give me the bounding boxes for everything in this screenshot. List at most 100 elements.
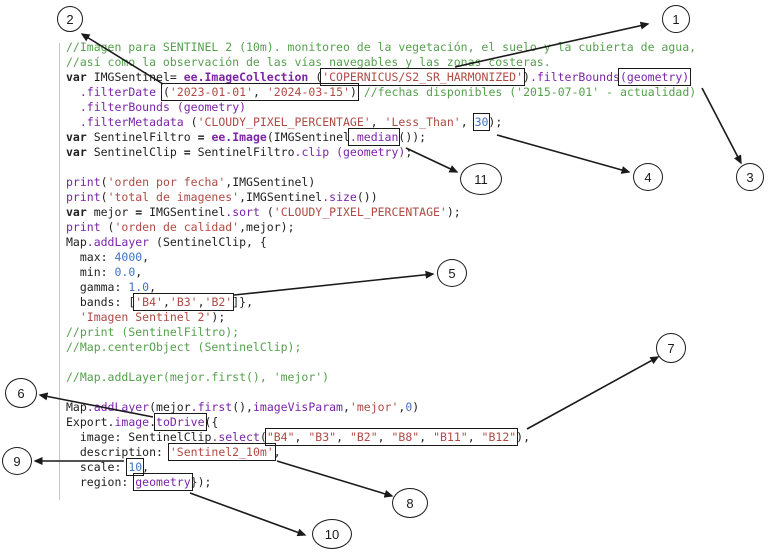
code-token: (geometry) — [619, 70, 690, 84]
code-token — [66, 85, 80, 99]
code-token: ( — [183, 115, 198, 129]
code-token — [66, 115, 80, 129]
callout-6: 6 — [5, 378, 37, 408]
annotation-box-11: .median — [347, 127, 401, 147]
code-line: scale: 10, — [66, 457, 696, 477]
code-token: 'orden por fecha' — [107, 175, 226, 189]
code-token: //Imagen para SENTINEL 2 (10m). monitore… — [66, 40, 697, 54]
code-line — [66, 355, 696, 370]
code-token: = — [135, 205, 143, 219]
code-line: var SentinelFiltro = ee.Image(IMGSentine… — [66, 127, 696, 147]
annotation-arrow-10 — [189, 492, 307, 537]
code-token: (geometry) — [176, 100, 247, 114]
code-token: , — [370, 115, 385, 129]
code-line: //Map.addLayer(mejor.first(), 'mejor') — [66, 370, 696, 385]
code-token: , — [162, 295, 170, 309]
code-token: ee.Image — [211, 130, 267, 144]
code-token: //así como la observación de las vías na… — [66, 55, 551, 69]
code-token: 'mejor' — [349, 400, 399, 414]
code-token: description: — [66, 445, 170, 459]
code-token: }); — [190, 475, 212, 489]
code-line: Map.addLayer (SentinelClip, { — [66, 235, 696, 250]
code-token: .select — [211, 430, 260, 444]
code-token: gamma: — [66, 280, 129, 294]
code-token: ( — [259, 205, 274, 219]
callout-5: 5 — [437, 259, 467, 287]
annotation-box-10: geometry — [132, 472, 194, 492]
code-token: ]}, — [232, 295, 254, 309]
code-token: ( — [100, 175, 108, 189]
code-token: 'Imagen Sentinel 2' — [79, 310, 212, 324]
callout-8: 8 — [392, 488, 428, 518]
code-token: (), — [232, 400, 253, 414]
annotation-arrow-3 — [701, 87, 742, 165]
code-line: var mejor = IMGSentinel.sort ('CLOUDY_PI… — [66, 205, 696, 220]
code-token: .addLayer — [86, 235, 150, 249]
code-token: ,mejor); — [239, 220, 295, 234]
code-token: ({ — [204, 415, 219, 429]
code-token — [66, 310, 80, 324]
code-token: , — [377, 430, 392, 444]
code-token: .median — [349, 130, 399, 144]
code-token: max: — [66, 250, 115, 264]
callout-1: 1 — [662, 5, 690, 33]
code-token: ); — [211, 310, 226, 324]
code-token: 'B4' — [135, 295, 163, 309]
code-line: region: geometry}); — [66, 472, 696, 492]
code-line: gamma: 1.0, — [66, 280, 696, 295]
code-line: //así como la observación de las vías na… — [66, 55, 696, 70]
code-token: .addLayer — [86, 400, 150, 414]
callout-3: 3 — [736, 163, 764, 191]
code-token: "B4" — [266, 430, 295, 444]
code-line: min: 0.0, — [66, 265, 696, 280]
annotation-box-9: 10 — [125, 457, 145, 477]
code-token: Export. — [66, 415, 115, 429]
code-token: (geometry) — [336, 145, 406, 159]
code-line: description: 'Sentinel2_10m', — [66, 442, 696, 462]
code-editor-snippet: //Imagen para SENTINEL 2 (10m). monitore… — [66, 40, 696, 492]
code-token: ); — [446, 205, 461, 219]
code-line: image: SentinelClip.select("B4", "B3", "… — [66, 427, 696, 447]
code-token: 'B3' — [169, 295, 198, 309]
code-line: .filterMetadata ('CLOUDY_PIXEL_PERCENTAG… — [66, 112, 696, 132]
code-token: 'B2' — [204, 295, 233, 309]
code-token: scale: — [66, 460, 129, 474]
code-line: //Imagen para SENTINEL 2 (10m). monitore… — [66, 40, 696, 55]
code-token — [156, 85, 163, 99]
callout-4: 4 — [633, 163, 663, 191]
code-line — [66, 385, 696, 400]
code-token: .filterDate — [79, 85, 157, 99]
code-token: , — [149, 280, 157, 294]
code-token: ) — [412, 400, 420, 414]
code-token: ) — [523, 70, 530, 84]
code-token: "B3" — [308, 430, 337, 444]
annotation-box-5: 'B4','B3','B2' — [132, 292, 235, 312]
code-token: '2024-03-15' — [266, 85, 350, 99]
code-token: ( — [100, 220, 115, 234]
code-left-border — [59, 43, 60, 500]
code-token: 'CLOUDY_PIXEL_PERCENTAGE' — [197, 115, 371, 129]
code-token: IMGSentinel= — [86, 70, 184, 84]
code-token: ) — [349, 85, 357, 99]
code-token: min: — [66, 265, 115, 279]
code-token: , — [294, 430, 309, 444]
annotation-box-6: toDrive — [153, 412, 208, 432]
code-token: 0 — [405, 400, 413, 414]
code-token: ee.ImageCollection — [183, 70, 309, 84]
code-token: , — [460, 115, 475, 129]
code-token: 1.0 — [128, 280, 150, 294]
code-token: SentinelFiltro — [86, 130, 198, 144]
code-line: Export.image.toDrive({ — [66, 412, 696, 432]
code-token — [66, 100, 80, 114]
code-token: print — [66, 175, 101, 189]
annotation-box-3: (geometry) — [617, 67, 692, 87]
code-token: IMGSentinel — [142, 205, 226, 219]
callout-7: 7 — [656, 333, 686, 363]
code-token: region: — [66, 475, 136, 489]
callout-9: 9 — [2, 447, 32, 475]
code-token: image — [114, 415, 150, 429]
code-line: //print (SentinelFiltro); — [66, 325, 696, 340]
callout-2: 2 — [57, 6, 83, 32]
code-token: , — [253, 85, 267, 99]
code-token: Map — [66, 400, 87, 414]
